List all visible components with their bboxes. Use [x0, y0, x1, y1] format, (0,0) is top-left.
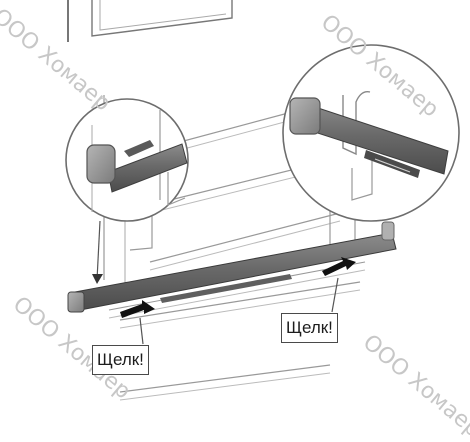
- left-callout-leader: [139, 317, 144, 345]
- left-detail-magnifier: [65, 98, 189, 284]
- right-detail-magnifier: [282, 44, 460, 222]
- right-click-callout: Щелк!: [281, 313, 338, 343]
- top-shelf-fragment: [67, 0, 233, 42]
- left-click-callout: Щелк!: [92, 345, 149, 375]
- left-click-arrow: [120, 300, 155, 318]
- shelf-front-rail: [67, 221, 397, 319]
- right-callout-leader: [331, 277, 339, 313]
- right-click-arrow: [322, 257, 356, 276]
